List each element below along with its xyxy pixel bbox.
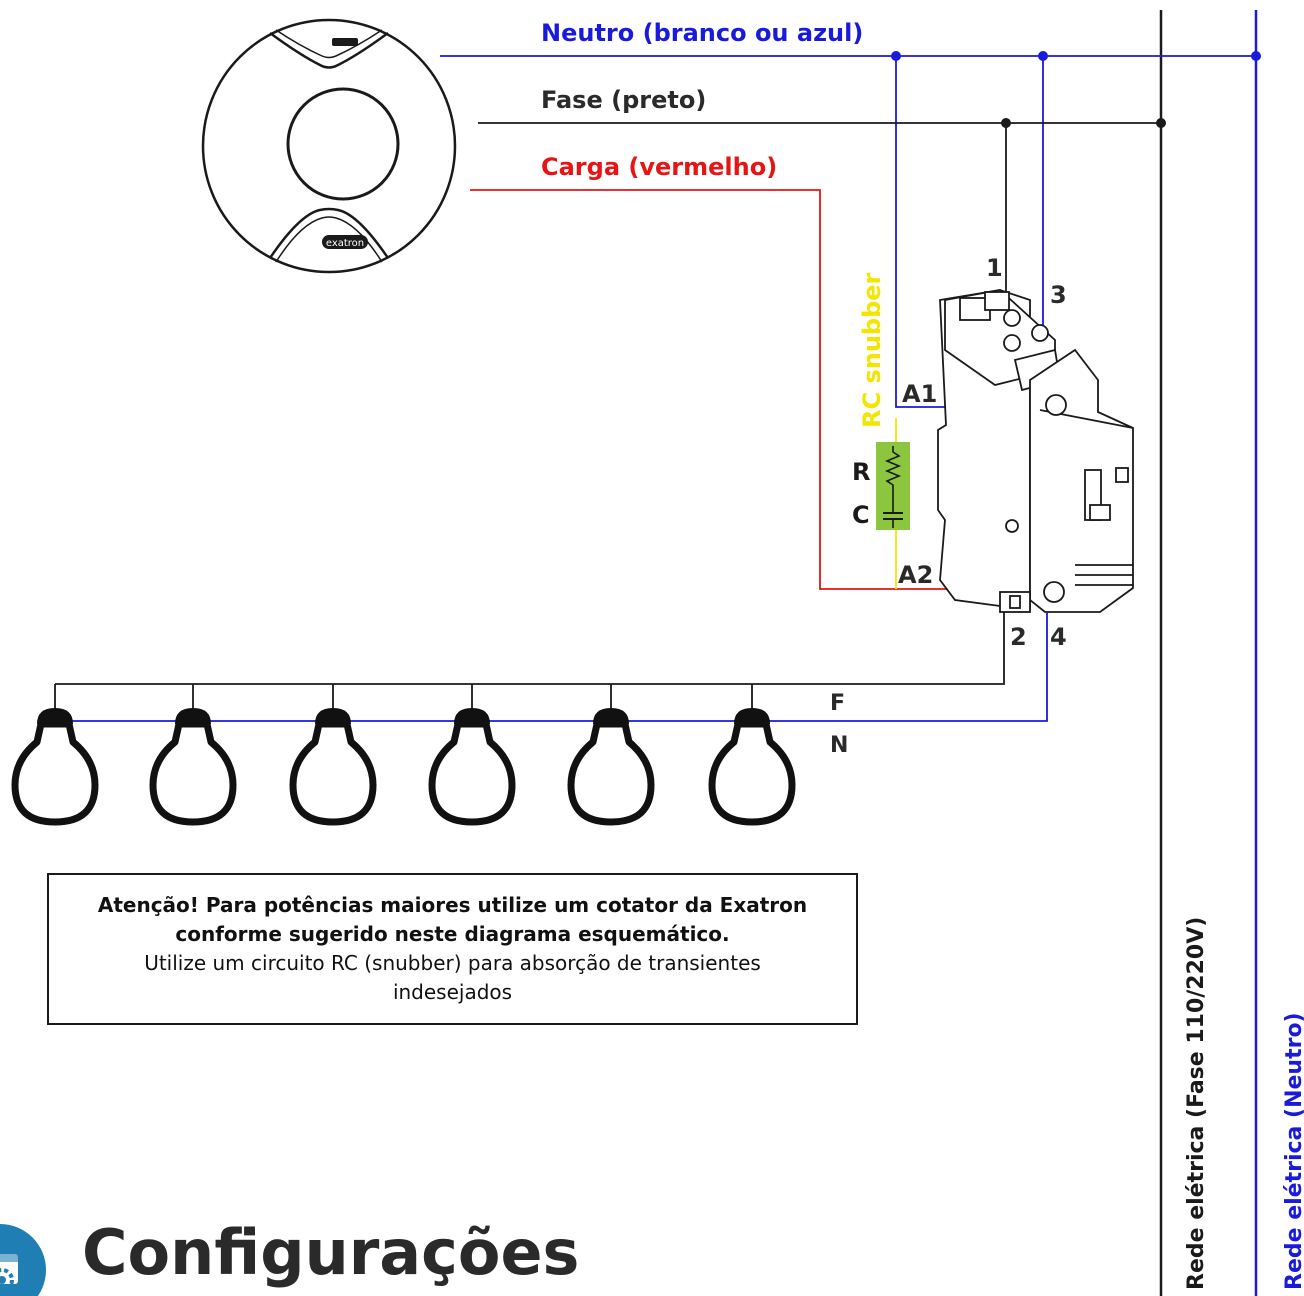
- lamp-icon: [567, 708, 655, 826]
- notice-bold-text: Atenção! Para potências maiores utilize …: [97, 893, 808, 946]
- contactor: [937, 289, 1134, 613]
- brand-bottom-text: exatron: [326, 238, 364, 249]
- neutral-wire-label: Neutro (branco ou azul): [541, 19, 863, 47]
- lamp-icon: [11, 708, 99, 826]
- terminal-2-label: 2: [1010, 623, 1027, 651]
- lamp-icon: [149, 708, 237, 826]
- load-wire: [470, 189, 1047, 590]
- lamp-icon: [708, 708, 796, 826]
- neutral-line-label: N: [830, 733, 848, 758]
- rc-snubber: [876, 442, 910, 530]
- notice-normal-text: Utilize um circuito RC (snubber) para ab…: [144, 951, 761, 1004]
- lamps-phase-wire: [55, 612, 1005, 685]
- settings-gear-icon: [0, 1224, 46, 1296]
- phase-wire: [478, 122, 1161, 320]
- brand-badge-bottom: [322, 235, 368, 249]
- section-title: Configurações: [82, 1216, 580, 1289]
- snubber-label: RC snubber: [858, 272, 886, 428]
- lamp-icon: [428, 708, 516, 826]
- load-wire-label: Carga (vermelho): [541, 153, 777, 181]
- coil-a1-label: A1: [902, 380, 937, 408]
- phase-line-label: F: [830, 691, 845, 716]
- brand-badge-top: [332, 38, 358, 46]
- mains-phase-label: Rede elétrica (Fase 110/220V): [1184, 917, 1209, 1290]
- terminal-1-label: 1: [986, 254, 1003, 282]
- resistor-symbol: [884, 446, 902, 500]
- lamp-icon: [289, 708, 377, 826]
- coil-a2-label: A2: [898, 561, 933, 589]
- capacitor-label: C: [852, 501, 870, 529]
- mains-neutral-label: Rede elétrica (Neutro): [1282, 1012, 1304, 1290]
- lamp-row: [11, 708, 796, 826]
- wall-switch: exatron: [201, 18, 457, 274]
- phase-wire-label: Fase (preto): [541, 86, 706, 114]
- terminal-4-label: 4: [1050, 623, 1067, 651]
- notice-box: Atenção! Para potências maiores utilize …: [47, 873, 858, 1025]
- resistor-label: R: [852, 458, 870, 486]
- lamps-neutral-wire: [55, 612, 1048, 722]
- terminal-3-label: 3: [1050, 281, 1067, 309]
